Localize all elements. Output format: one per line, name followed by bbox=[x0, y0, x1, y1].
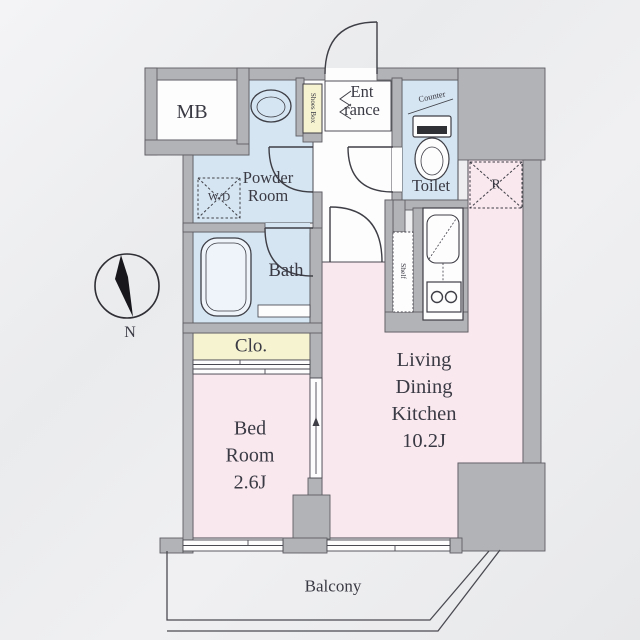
bath-door bbox=[264, 227, 314, 277]
refrigerator-label: R bbox=[491, 177, 501, 193]
door-swings bbox=[264, 21, 394, 277]
entrance-label: Ent rance bbox=[344, 81, 380, 119]
closet-sliding-door bbox=[192, 359, 311, 375]
powder-room-door bbox=[268, 146, 314, 193]
compass-icon bbox=[94, 253, 160, 319]
stove-icon bbox=[426, 281, 462, 313]
shelf-label: Shelf bbox=[399, 263, 409, 279]
windows-and-sliders bbox=[182, 359, 451, 552]
toilet-door-opening bbox=[392, 147, 402, 192]
balcony-label: Balcony bbox=[304, 576, 362, 596]
washer-dryer-box bbox=[197, 177, 241, 219]
refrigerator-box bbox=[469, 161, 523, 209]
entrance-step bbox=[324, 80, 392, 132]
closet-label: Clo. bbox=[234, 335, 268, 357]
bath-ledge bbox=[257, 304, 311, 318]
shoes-box bbox=[302, 83, 323, 134]
toilet-door bbox=[347, 146, 394, 193]
kitchen-counter bbox=[422, 207, 464, 321]
bedroom-label: Bed Room 2.6J bbox=[225, 417, 275, 494]
living-room-door bbox=[329, 206, 383, 263]
toilet-label: Toilet bbox=[411, 175, 451, 195]
fixtures bbox=[197, 80, 523, 321]
vanity-sink-icon bbox=[250, 89, 292, 123]
compass-north-label: N bbox=[124, 324, 136, 342]
mb-label: MB bbox=[176, 101, 208, 123]
washer-dryer-label: W/D bbox=[207, 191, 231, 204]
shoes-box-label: Shoes Box bbox=[308, 92, 317, 124]
bath-label: Bath bbox=[268, 260, 304, 281]
living-dining-kitchen-label: Living Dining Kitchen 10.2J bbox=[391, 348, 457, 453]
toilet-icon bbox=[407, 98, 454, 181]
shelf-box bbox=[392, 231, 414, 313]
powder-room-label: Powder Room bbox=[242, 167, 294, 205]
mb-room-floor bbox=[156, 79, 238, 141]
balcony-outline bbox=[166, 549, 501, 632]
entry-door-gap bbox=[325, 68, 377, 80]
bathtub-icon bbox=[200, 237, 311, 318]
entrance-mark bbox=[339, 90, 352, 120]
entry-door bbox=[324, 21, 378, 75]
